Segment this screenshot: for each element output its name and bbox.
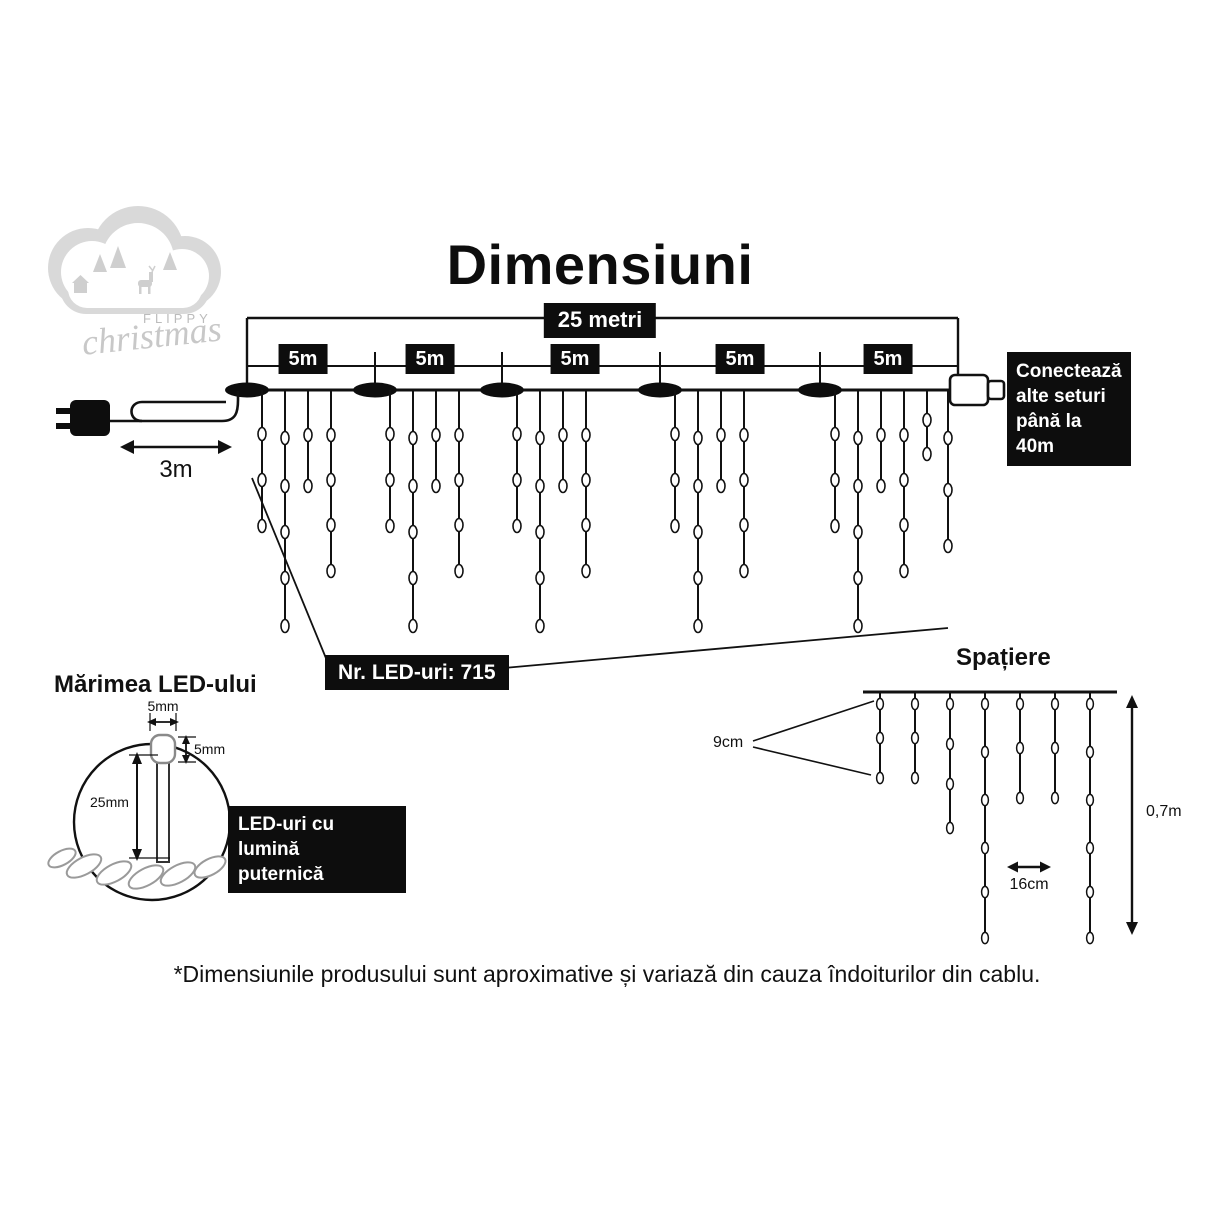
cap-height-label: 5mm [194,741,226,757]
drop-height-arrow [1126,695,1138,935]
logo-snow-dots [94,230,165,248]
segment-length-label: 5m [550,344,600,374]
segment-length-label: 5m [405,344,455,374]
led-note-box: LED-uri cu lumină puternică [228,806,406,893]
cap-width-label: 5mm [147,698,179,714]
logo-illustration [48,206,221,314]
cap-width-arrow [147,713,179,731]
logo-scene-shapes [72,246,177,294]
led-count-label: Nr. LED-uri: 715 [325,655,509,691]
led-note-line: LED-uri cu lumină [238,814,335,860]
cap-height-arrow [178,735,196,764]
segment-length-label: 5m [715,344,765,374]
body-height-label: 25mm [90,794,129,810]
drop-height-label: 0,7m [1146,803,1182,820]
lead-length-label: 3m [159,456,193,483]
led-body [156,759,170,863]
vertical-gap-label: 9cm [713,734,744,751]
led-size-heading: Mărimea LED-ului [54,671,257,698]
total-length-label: 25 metri [543,303,657,338]
bulb-gap-pointer-lines [752,700,875,776]
wire-connectors [225,382,842,398]
page-title: Dimensiuni [446,233,754,296]
spacing-heading: Spațiere [956,644,1051,671]
connect-note-line: până la 40m [1016,411,1082,457]
led-cap [149,733,177,765]
power-plug-icon [56,391,240,436]
spacing-diagram [752,690,1138,944]
horizontal-gap-label: 16cm [1009,876,1049,893]
twisted-cable-icon [47,847,227,890]
led-note-line: puternică [238,864,324,885]
led-count-pointer-lines [251,477,949,671]
icicle-drops [258,390,952,633]
connect-note-line: Conectează [1016,361,1122,382]
segment-length-label: 5m [863,344,913,374]
horizontal-gap-arrow [1007,861,1051,873]
end-connector-icon [948,373,1006,407]
body-height-arrow [129,752,170,861]
logo-brand-word: FLIPPY [143,311,212,326]
footnote: *Dimensiunile produsului sunt aproximati… [173,961,1041,987]
lead-length-arrow [120,440,232,454]
connect-note-box: Conectează alte seturi până la 40m [1007,352,1131,466]
connect-note-line: alte seturi [1016,386,1106,407]
segment-length-label: 5m [278,344,328,374]
